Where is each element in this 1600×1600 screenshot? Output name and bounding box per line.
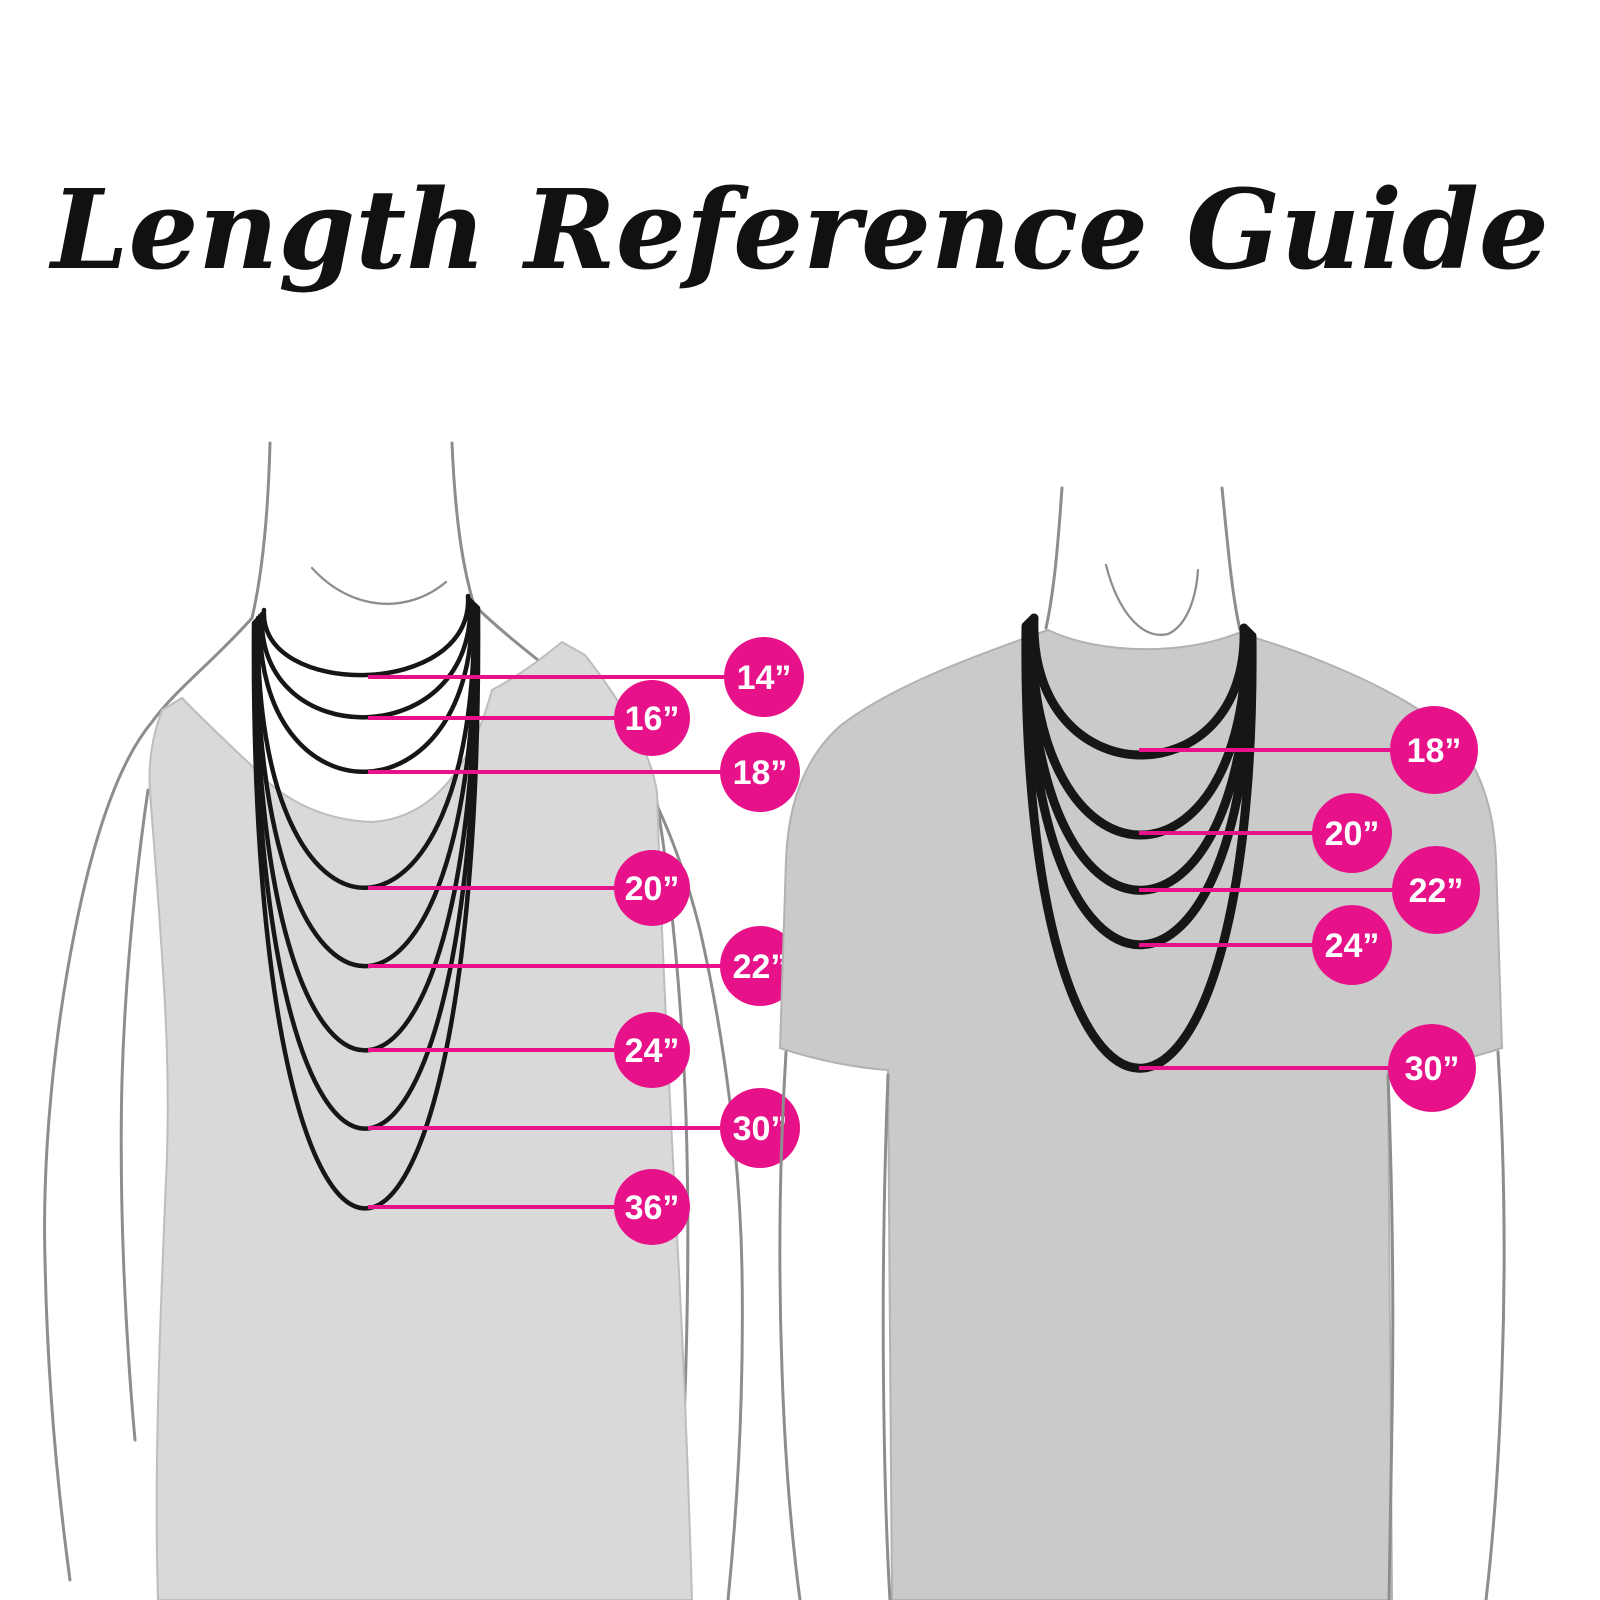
length-label: 22”	[1409, 872, 1464, 910]
man-left-arm-inner-line	[881, 1073, 892, 1600]
length-label: 22”	[733, 948, 788, 986]
man-connectors	[1139, 748, 1396, 1070]
necklace-curve	[257, 599, 475, 774]
length-badge: 24”	[1312, 905, 1392, 985]
man-neck-left-line	[1044, 486, 1064, 630]
badge-circle	[1390, 706, 1478, 794]
length-badge: 20”	[1312, 793, 1392, 873]
woman-left-arm-inner-line	[119, 788, 150, 1442]
man-tshirt	[778, 628, 1504, 1600]
length-label: 24”	[625, 1032, 680, 1070]
badge-circle	[724, 637, 804, 717]
woman-figure: 14” 16” 18” 20” 22”	[43, 441, 804, 1600]
woman-tank-top	[148, 640, 694, 1600]
man-right-arm-inner-line	[1386, 1073, 1395, 1600]
woman-neck-right-line	[450, 441, 476, 607]
badge-circle	[1312, 793, 1392, 873]
length-label: 24”	[1325, 927, 1380, 965]
woman-length-badges: 14” 16” 18” 20” 22”	[614, 637, 804, 1245]
length-badge: 16”	[614, 680, 690, 756]
length-badge: 18”	[1390, 706, 1478, 794]
necklace-curve	[251, 605, 481, 1211]
man-throat-line-right	[1166, 568, 1200, 636]
man-length-badges: 18” 20” 22” 24” 30”	[1312, 706, 1480, 1112]
length-label: 18”	[1407, 732, 1462, 770]
necklace-curve	[254, 602, 478, 969]
woman-neck-left-line	[250, 441, 272, 620]
necklace-curve	[259, 597, 473, 720]
badge-circle	[720, 732, 800, 812]
length-badge: 30”	[1388, 1024, 1476, 1112]
man-left-arm-outer-line	[778, 1050, 802, 1600]
necklace-curve	[261, 593, 471, 678]
length-label: 36”	[625, 1189, 680, 1227]
badge-circle	[1388, 1024, 1476, 1112]
badge-circle	[614, 1169, 690, 1245]
badge-circle	[1392, 846, 1480, 934]
length-label: 18”	[733, 754, 788, 792]
length-badge: 20”	[614, 850, 690, 926]
necklace-curve	[1029, 613, 1249, 760]
man-figure: 18” 20” 22” 24” 30”	[778, 486, 1506, 1600]
length-badge: 30”	[720, 1088, 800, 1168]
length-badge: 36”	[614, 1169, 690, 1245]
length-label: 14”	[737, 659, 792, 697]
length-label: 16”	[625, 700, 680, 738]
badge-circle	[614, 850, 690, 926]
length-label: 20”	[1325, 815, 1380, 853]
man-throat-line-left	[1104, 563, 1170, 636]
badge-circle	[720, 1088, 800, 1168]
necklace-curve	[252, 604, 480, 1131]
badge-circle	[1312, 905, 1392, 985]
length-label: 30”	[1405, 1050, 1460, 1088]
badge-circle	[614, 1012, 690, 1088]
woman-necklaces	[251, 593, 481, 1211]
man-right-arm-outer-line	[1484, 1050, 1506, 1600]
necklace-curve	[255, 601, 477, 890]
length-label: 30”	[733, 1110, 788, 1148]
length-label: 20”	[625, 870, 680, 908]
woman-chin-line	[310, 566, 448, 605]
length-badge: 22”	[720, 926, 800, 1006]
necklace-curve	[253, 603, 479, 1053]
woman-connectors	[368, 675, 726, 1209]
page-title: Length Reference Guide	[48, 165, 1549, 294]
length-badge: 14”	[724, 637, 804, 717]
man-neck-right-line	[1220, 486, 1242, 632]
length-badge: 24”	[614, 1012, 690, 1088]
length-badge: 18”	[720, 732, 800, 812]
badge-circle	[614, 680, 690, 756]
badge-circle	[720, 926, 800, 1006]
length-badge: 22”	[1392, 846, 1480, 934]
